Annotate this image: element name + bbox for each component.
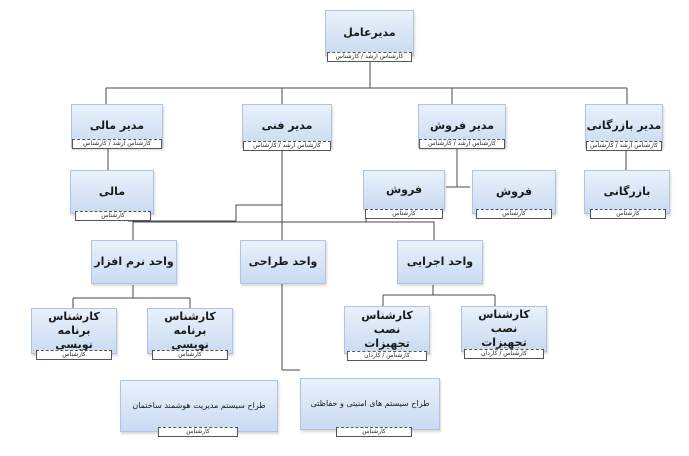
programmer-box-1: کارشناس برنامه نویسی — [31, 308, 117, 354]
finance-manager-sub: کارشناس ارشد / کارشناس — [72, 139, 162, 149]
technical-manager-sub: کارشناس ارشد / کارشناس — [243, 141, 331, 151]
connector — [132, 221, 282, 240]
ceo-title: مدیرعامل — [343, 26, 396, 40]
programmer-title-2: کارشناس برنامه نویسی — [164, 310, 216, 351]
commerce-title: بازرگانی — [603, 185, 651, 199]
commerce-manager-box: مدیر بازرگانی — [585, 104, 663, 148]
design-unit-box: واحد طراحی — [240, 240, 326, 284]
finance-sub: کارشناس — [75, 211, 151, 221]
sales-box-1: فروش — [363, 170, 445, 210]
commerce-manager-title: مدیر بازرگانی — [586, 119, 662, 133]
installation-expert-title-2: کارشناس نصب تجهیزات — [478, 308, 530, 349]
executive-unit-title: واحد اجرایی — [406, 255, 474, 269]
technical-manager-title: مدیر فنی — [261, 119, 313, 133]
programmer-sub-2: کارشناس — [152, 350, 228, 360]
installation-expert-sub-2: کارشناس / کاردان — [464, 349, 544, 359]
sales-title-1: فروش — [385, 183, 423, 197]
programmer-box-2: کارشناس برنامه نویسی — [147, 308, 233, 354]
security-systems-designer-title: طراح سیستم های امنیتی و حفاظتی — [310, 399, 430, 408]
commerce-sub: کارشناس — [590, 209, 666, 219]
installation-expert-title-1: کارشناس نصب تجهیزات — [361, 309, 413, 350]
ceo-sub: کارشناس ارشد / کارشناس — [327, 52, 412, 62]
finance-box: مالی — [70, 170, 154, 214]
connector — [128, 204, 282, 222]
connector — [382, 285, 496, 306]
security-systems-designer-sub: کارشناس — [336, 427, 412, 437]
commerce-box: بازرگانی — [584, 170, 670, 214]
ceo-box: مدیرعامل — [325, 10, 414, 56]
sales-title-2: فروش — [495, 185, 533, 199]
installation-expert-box-1: کارشناس نصب تجهیزات — [344, 306, 430, 354]
installation-expert-box-2: کارشناس نصب تجهیزات — [461, 306, 547, 352]
sales-manager-title: مدیر فروش — [429, 119, 495, 133]
building-management-designer-box: طراح سیستم مدیریت هوشمند ساختمان — [120, 380, 278, 432]
finance-manager-title: مدیر مالی — [89, 119, 145, 133]
security-systems-designer-box: طراح سیستم های امنیتی و حفاظتی — [300, 378, 440, 430]
programmer-title-1: کارشناس برنامه نویسی — [48, 310, 100, 351]
building-management-designer-sub: کارشناس — [158, 427, 238, 437]
connector — [282, 208, 367, 223]
commerce-manager-sub: کارشناس ارشد / کارشناس — [586, 141, 662, 151]
design-unit-title: واحد طراحی — [248, 255, 318, 269]
installation-expert-sub-1: کارشناس / کاردان — [347, 351, 427, 361]
sales-sub-1: کارشناس — [365, 209, 443, 219]
sales-box-2: فروش — [472, 170, 556, 214]
connector — [282, 221, 435, 240]
software-unit-title: واحد نرم افزار — [94, 255, 174, 269]
programmer-sub-1: کارشناس — [36, 350, 112, 360]
connector — [72, 285, 191, 308]
executive-unit-box: واحد اجرایی — [397, 240, 483, 284]
sales-sub-2: کارشناس — [476, 209, 552, 219]
finance-title: مالی — [98, 185, 126, 199]
software-unit-box: واحد نرم افزار — [91, 240, 177, 284]
sales-manager-sub: کارشناس ارشد / کارشناس — [419, 139, 505, 149]
building-management-designer-title: طراح سیستم مدیریت هوشمند ساختمان — [132, 401, 266, 410]
connector — [446, 148, 470, 188]
connector — [105, 60, 628, 104]
